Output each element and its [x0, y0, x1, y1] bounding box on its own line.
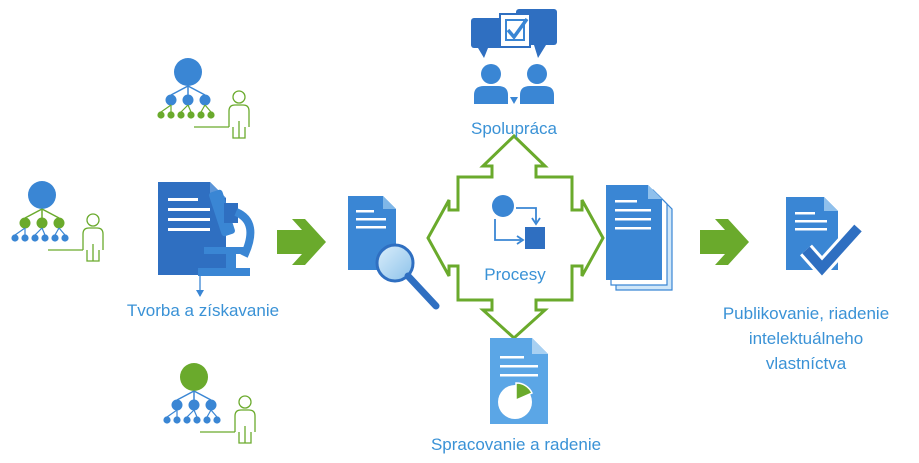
org-chart-person-icon [157, 58, 250, 139]
publishing-label-line1: Publikovanie, riadenie [722, 304, 890, 323]
publishing-label-line2: intelektuálneho [748, 329, 864, 348]
green-arrow-right-icon [700, 219, 749, 265]
processing-label: Spracovanie a radenie [430, 435, 602, 454]
org-chart-person-icon [11, 181, 104, 262]
processes-label: Procesy [484, 265, 546, 284]
green-arrow-right-icon [277, 219, 326, 265]
collaboration-label: Spolupráca [470, 119, 557, 138]
four-way-arrow-icon [426, 133, 605, 341]
process-flow-icon [492, 195, 545, 249]
document-microscope-icon [158, 182, 255, 297]
document-stack-icon [606, 185, 673, 291]
collaboration-chat-icon [471, 9, 557, 104]
document-pie-chart-icon [490, 338, 548, 424]
org-chart-person-icon [163, 363, 256, 444]
publishing-label-line3: vlastníctva [765, 354, 847, 373]
creation-label: Tvorba a získavanie [126, 301, 280, 320]
document-checkmark-icon [786, 197, 864, 280]
document-search-icon [348, 196, 440, 310]
